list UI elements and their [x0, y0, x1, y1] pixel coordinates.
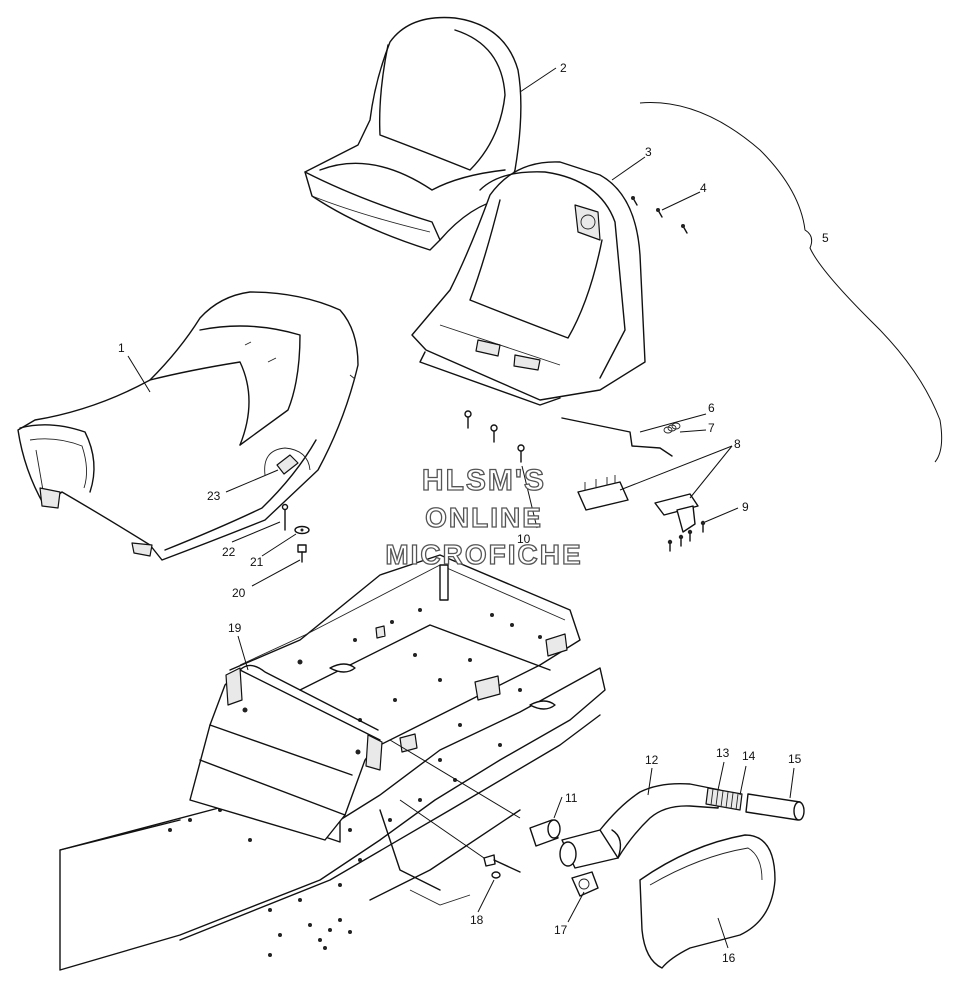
- assembly-brace-5: [639, 102, 943, 463]
- callout-13: 13: [716, 746, 730, 760]
- callout-3: 3: [645, 145, 652, 159]
- callout-14: 14: [742, 749, 756, 763]
- callout-11: 11: [565, 791, 578, 805]
- callout-17: 17: [554, 923, 568, 937]
- callout-16: 16: [722, 951, 736, 965]
- pins-10: [464, 410, 525, 463]
- watermark: HLSM'S ONLINE MICROFICHE: [385, 463, 582, 570]
- latch-plates-8: [577, 475, 699, 533]
- callout-4: 4: [700, 181, 707, 195]
- callout-18: 18: [470, 913, 484, 927]
- callout-labels: 1 2 3 4 5 6 7 8 9 10 11 12 13 14 15 16 1…: [118, 61, 829, 965]
- leader-lines: [127, 67, 795, 949]
- callout-7: 7: [708, 421, 715, 435]
- callout-10: 10: [517, 532, 531, 546]
- hose-13: [705, 787, 743, 811]
- seat-base-shell: [411, 161, 646, 406]
- callout-6: 6: [708, 401, 715, 415]
- fastener-18: [483, 854, 521, 879]
- watermark-line-3: MICROFICHE: [385, 539, 582, 570]
- callout-19: 19: [228, 621, 242, 635]
- clip-23: [264, 447, 311, 476]
- hardware-20-22: [281, 503, 310, 563]
- latch-rod-6: [561, 417, 673, 457]
- back-seat-cushion: [304, 16, 522, 251]
- callout-9: 9: [742, 500, 749, 514]
- main-seat: [17, 291, 359, 561]
- chassis-tunnel: [59, 554, 606, 971]
- callout-15: 15: [788, 752, 802, 766]
- grab-handle-12: [559, 782, 721, 869]
- watermark-line-2: ONLINE: [425, 502, 543, 533]
- screws-4: [631, 196, 688, 234]
- grommet-11: [529, 819, 561, 847]
- callout-5: 5: [822, 231, 829, 245]
- spring-7: [663, 422, 681, 434]
- callout-23: 23: [207, 489, 221, 503]
- callout-21: 21: [250, 555, 264, 569]
- callout-8: 8: [734, 437, 741, 451]
- callout-20: 20: [232, 586, 246, 600]
- watermark-line-1: HLSM'S: [422, 464, 546, 497]
- handle-cover-16: [639, 834, 776, 969]
- screws-9: [667, 520, 706, 552]
- rear-cover-19: [189, 664, 383, 841]
- callout-1: 1: [118, 341, 125, 355]
- grip-14-15: [745, 793, 805, 821]
- clamp-17: [571, 871, 599, 897]
- callout-2: 2: [560, 61, 567, 75]
- callout-22: 22: [222, 545, 236, 559]
- callout-12: 12: [645, 753, 659, 767]
